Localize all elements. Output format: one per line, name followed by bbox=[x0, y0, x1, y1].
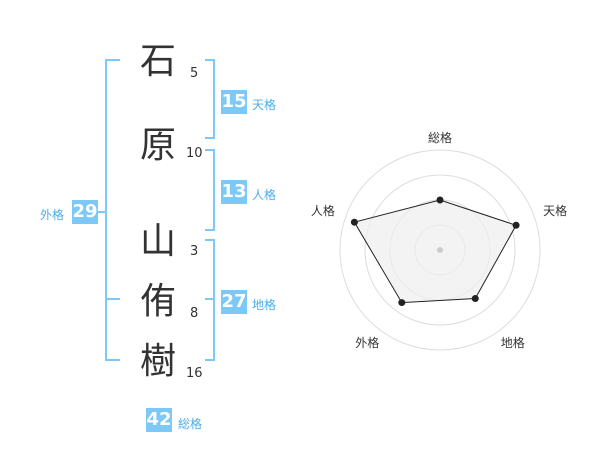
stroke-count-5: 16 bbox=[186, 366, 203, 381]
radar-point-3 bbox=[471, 295, 479, 303]
chikaku-value: 27 bbox=[221, 290, 247, 314]
name-char-3: 山 bbox=[139, 221, 176, 262]
gaikaku-bracket bbox=[105, 59, 120, 361]
radar-axis-label-5: 人格 bbox=[311, 203, 335, 218]
name-char-5: 樹 bbox=[139, 341, 176, 382]
radar-point-5 bbox=[350, 218, 358, 226]
jinkaku-value: 13 bbox=[221, 180, 247, 204]
chikaku-label: 地格 bbox=[252, 298, 277, 312]
radar-axis-label-1: 総格 bbox=[428, 130, 452, 145]
tenkaku-label: 天格 bbox=[252, 98, 277, 112]
tenkaku-bracket bbox=[205, 59, 215, 139]
tenkaku-value: 15 bbox=[221, 90, 247, 114]
soukaku-value: 42 bbox=[146, 408, 172, 432]
soukaku-label: 総格 bbox=[178, 417, 203, 431]
radar-point-1 bbox=[436, 196, 444, 204]
gaikaku-label: 外格 bbox=[40, 208, 65, 222]
radar-center-dot bbox=[437, 247, 443, 253]
stroke-count-1: 5 bbox=[190, 66, 199, 81]
name-char-2: 原 bbox=[139, 125, 176, 166]
stroke-count-3: 3 bbox=[190, 244, 199, 259]
radar-point-4 bbox=[398, 299, 406, 307]
name-char-4: 侑 bbox=[139, 281, 176, 322]
radar-axis-label-4: 外格 bbox=[355, 335, 379, 350]
radar-ring-3 bbox=[364, 174, 516, 326]
radar-point-2 bbox=[512, 221, 520, 229]
radar-polygon bbox=[353, 199, 517, 304]
radar-axis-label-3: 地格 bbox=[501, 335, 525, 350]
name-char-1: 石 bbox=[139, 41, 176, 82]
stroke-count-4: 8 bbox=[190, 306, 199, 321]
jinkaku-bracket bbox=[205, 149, 215, 231]
radar-axis-label-2: 天格 bbox=[543, 203, 567, 218]
stroke-count-2: 10 bbox=[186, 146, 203, 161]
gaikaku-value: 29 bbox=[72, 200, 98, 224]
radar-ring-4 bbox=[339, 149, 541, 351]
jinkaku-label: 人格 bbox=[252, 188, 277, 202]
